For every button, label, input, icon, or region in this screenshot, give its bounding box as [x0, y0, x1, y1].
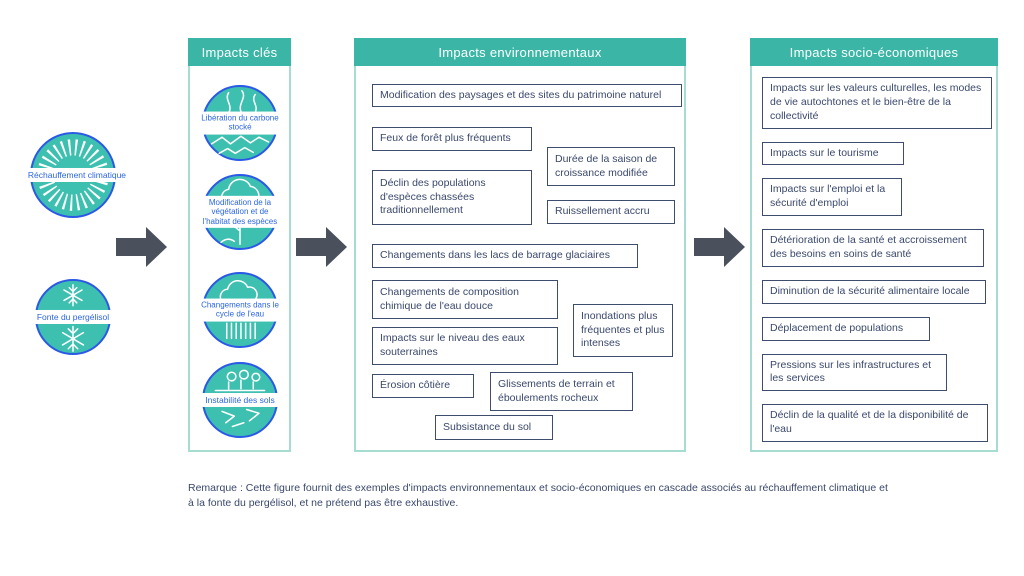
- key-impacts-header: Impacts clés: [188, 38, 291, 66]
- env-impact-box: Glissements de terrain et éboulements ro…: [490, 372, 633, 411]
- env-impact-box: Érosion côtière: [372, 374, 474, 398]
- socioeconomic-boxes: Impacts sur les valeurs culturelles, les…: [752, 68, 996, 450]
- key-impact-label: Libération du carbone stocké: [200, 111, 280, 135]
- source-circle-rechauffement: Réchauffement climatique: [27, 132, 126, 218]
- source-label: Réchauffement climatique: [27, 167, 126, 183]
- socio-impact-box: Impacts sur l'emploi et la sécurité d'em…: [762, 178, 902, 217]
- env-impact-box: Changements dans les lacs de barrage gla…: [372, 244, 638, 268]
- key-impact-vegetation: Modification de la végétation et de l'ha…: [200, 174, 280, 250]
- figure-note: Remarque : Cette figure fournit des exem…: [188, 482, 888, 510]
- env-impact-box: Subsistance du sol: [435, 415, 553, 440]
- env-impact-box: Inondations plus fréquentes et plus inte…: [573, 304, 673, 357]
- socioeconomic-impacts-header: Impacts socio-économiques: [750, 38, 998, 66]
- arrow-right-icon: [694, 226, 746, 268]
- socio-impact-box: Détérioration de la santé et accroisseme…: [762, 229, 984, 267]
- socioeconomic-impacts-panel: Impacts socio-économiques Impacts sur le…: [750, 38, 998, 452]
- cracked-soil-icon: [214, 369, 266, 428]
- env-impact-box: Feux de forêt plus fréquents: [372, 127, 532, 151]
- key-impact-carbone: Libération du carbone stocké: [200, 85, 280, 161]
- arrow-right-icon: [296, 226, 348, 268]
- source-circle-pergelisol: Fonte du pergélisol: [33, 279, 113, 355]
- env-impact-box: Impacts sur le niveau des eaux souterrai…: [372, 327, 558, 365]
- env-impact-box: Changements de composition chimique de l…: [372, 280, 558, 319]
- environmental-impacts-header: Impacts environnementaux: [354, 38, 686, 66]
- socio-impact-box: Impacts sur le tourisme: [762, 141, 904, 166]
- key-impact-label: Modification de la végétation et de l'ha…: [200, 195, 280, 229]
- socio-impact-box: Pressions sur les infrastructures et les…: [762, 353, 947, 392]
- env-impact-box: Durée de la saison de croissance modifié…: [547, 147, 675, 186]
- arrow-right-icon: [116, 226, 168, 268]
- socio-impact-box: Déplacement de populations: [762, 316, 930, 341]
- key-impact-cycle-eau: Changements dans le cycle de l'eau: [200, 272, 280, 348]
- key-impact-label: Changements dans le cycle de l'eau: [200, 298, 280, 322]
- env-impact-box: Ruissellement accru: [547, 200, 675, 224]
- carbon-smoke-icon: [210, 90, 270, 155]
- socio-impact-box: Diminution de la sécurité alimentaire lo…: [762, 279, 986, 304]
- snowflake-icon: [61, 284, 85, 352]
- socio-impact-box: Déclin de la qualité et de la disponibil…: [762, 404, 988, 443]
- key-impacts-panel: Impacts clés Libération du carbone stock…: [188, 38, 291, 452]
- key-impact-sols: Instabilité des sols: [200, 362, 280, 438]
- environmental-impacts-panel: Impacts environnementaux Modification de…: [354, 38, 686, 452]
- env-impact-box: Déclin des populations d'espèces chassée…: [372, 170, 532, 225]
- socio-impact-box: Impacts sur les valeurs culturelles, les…: [762, 77, 992, 129]
- rain-cloud-icon: [219, 280, 258, 340]
- env-impact-box: Modification des paysages et des sites d…: [372, 84, 682, 107]
- source-label: Fonte du pergélisol: [33, 309, 113, 325]
- key-impact-label: Instabilité des sols: [200, 392, 280, 408]
